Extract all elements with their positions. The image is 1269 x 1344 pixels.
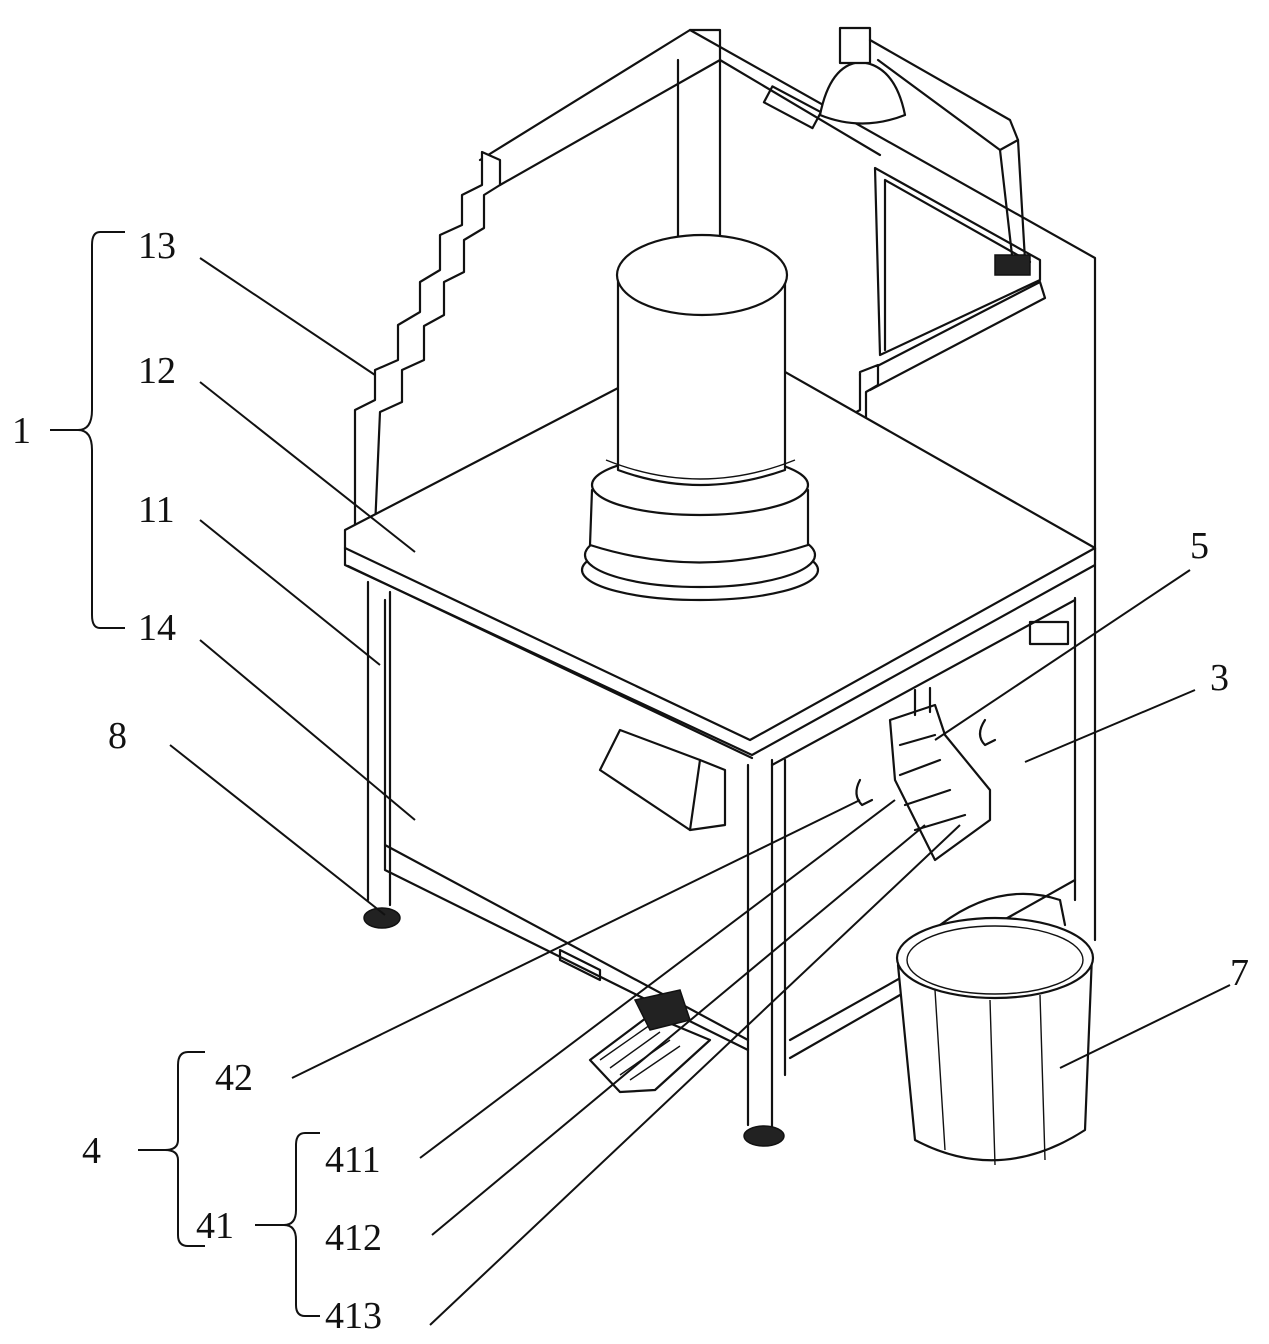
label-7: 7 bbox=[1230, 952, 1249, 994]
label-8: 8 bbox=[108, 715, 127, 757]
label-1: 1 bbox=[12, 410, 31, 452]
label-5: 5 bbox=[1190, 525, 1209, 567]
cylinder bbox=[582, 235, 818, 600]
label-14: 14 bbox=[138, 607, 176, 649]
label-412: 412 bbox=[325, 1217, 382, 1259]
outlet-chute bbox=[600, 730, 725, 830]
label-41: 41 bbox=[196, 1205, 234, 1247]
label-42: 42 bbox=[215, 1057, 253, 1099]
label-13: 13 bbox=[138, 225, 176, 267]
label-413: 413 bbox=[325, 1295, 382, 1337]
label-3: 3 bbox=[1210, 657, 1229, 699]
label-4: 4 bbox=[82, 1130, 101, 1172]
bucket bbox=[897, 894, 1093, 1165]
label-411: 411 bbox=[325, 1139, 381, 1181]
label-11: 11 bbox=[138, 489, 175, 531]
label-12: 12 bbox=[138, 350, 176, 392]
